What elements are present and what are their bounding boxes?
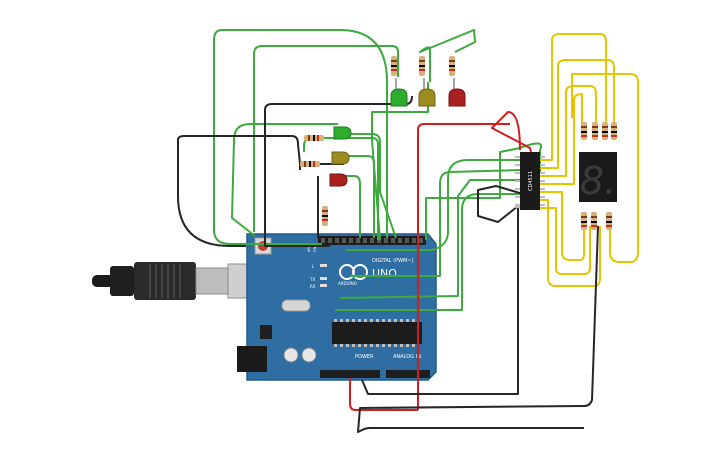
wires-black xyxy=(177,95,599,433)
led-red-top xyxy=(448,78,466,107)
arduino-board[interactable]: AREF GND DIGITAL (PWM~) L TX RX UNO ARDU… xyxy=(237,233,437,381)
wires-red xyxy=(349,111,533,411)
leds[interactable] xyxy=(329,78,466,187)
crystal xyxy=(281,299,311,312)
led-green-side xyxy=(333,126,352,140)
gnd-label: GND xyxy=(313,244,317,252)
resistors xyxy=(300,56,617,230)
dc-power-jack xyxy=(237,346,267,372)
analog-header[interactable]: ANALOG IN xyxy=(386,354,430,378)
led-olive-side xyxy=(331,151,350,165)
led-l-label: L xyxy=(312,264,315,269)
atmega-chip xyxy=(332,319,422,347)
digital-header-label: DIGITAL (PWM~) xyxy=(372,258,414,264)
power-header-label: POWER xyxy=(355,354,374,360)
wires-yellow xyxy=(540,33,639,287)
aref-label: AREF xyxy=(307,243,311,252)
usb-cable xyxy=(92,262,255,300)
power-header[interactable]: POWER xyxy=(320,354,380,378)
led-olive-top xyxy=(418,78,436,107)
seven-segment-display[interactable]: 8. xyxy=(579,152,617,203)
decoder-chip[interactable]: CD4511 xyxy=(515,152,545,210)
led-tx-label: TX xyxy=(309,277,315,282)
led-green-top xyxy=(390,78,408,107)
decoder-chip-label: CD4511 xyxy=(528,171,534,191)
wires-green xyxy=(213,29,542,311)
voltage-regulator xyxy=(260,325,272,339)
analog-header-label: ANALOG IN xyxy=(393,354,421,360)
logo-text: ARDUINO xyxy=(338,281,357,286)
digital-header[interactable] xyxy=(318,236,426,245)
capacitors xyxy=(283,347,317,363)
seven-segment-digit: 8. xyxy=(580,159,616,203)
onboard-leds: L TX RX xyxy=(309,264,327,289)
brand-label: UNO xyxy=(372,267,397,280)
led-red-side xyxy=(329,173,348,187)
led-rx-label: RX xyxy=(310,284,316,289)
